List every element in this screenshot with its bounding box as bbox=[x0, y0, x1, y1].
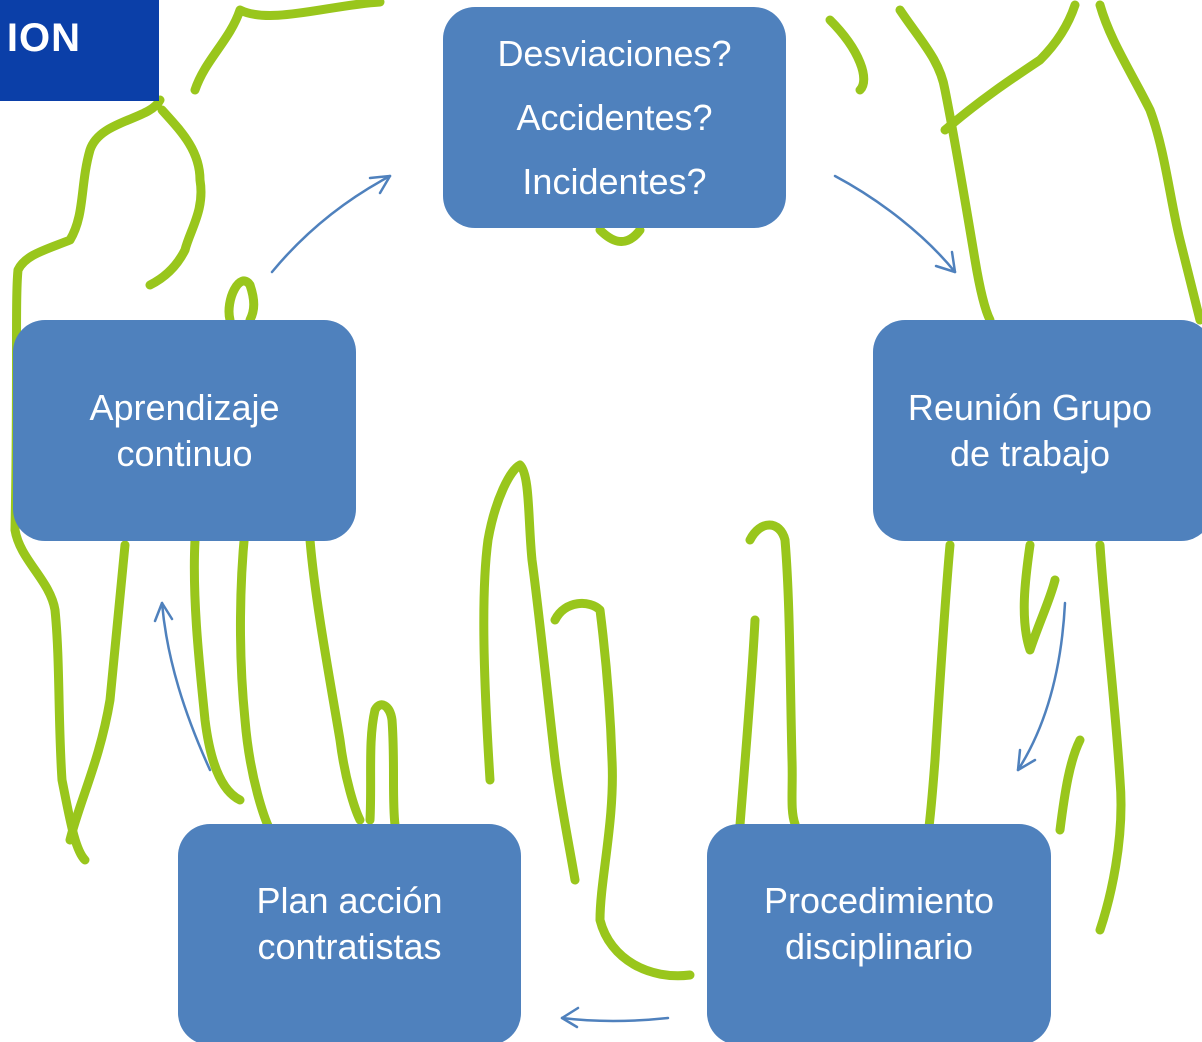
silhouette-outline bbox=[923, 540, 955, 840]
node-text-line: Procedimiento bbox=[763, 879, 995, 921]
title-text: ION bbox=[6, 16, 81, 60]
node-text-line: Desviaciones? bbox=[497, 32, 732, 74]
arrow-bottom-left-to-left bbox=[153, 601, 212, 772]
silhouette-outline bbox=[1095, 0, 1202, 325]
node-text-line: Accidentes? bbox=[516, 96, 713, 138]
arrow-left-to-top bbox=[270, 174, 392, 274]
silhouette-outline bbox=[224, 276, 259, 325]
cycle-node-contractor-action-plan: Plan acción contratistas bbox=[178, 824, 521, 1042]
silhouette-outline bbox=[1019, 540, 1060, 655]
node-text-line: de trabajo bbox=[949, 432, 1111, 474]
arrow-top-to-right bbox=[833, 174, 957, 274]
node-text-line: disciplinario bbox=[784, 925, 974, 967]
silhouette-outline bbox=[1055, 735, 1085, 835]
silhouette-outline bbox=[189, 535, 245, 805]
arrow-right-to-bottom-right bbox=[1016, 601, 1067, 772]
silhouette-outline bbox=[1095, 540, 1126, 935]
silhouette-outline bbox=[550, 598, 695, 981]
node-text-line: Incidentes? bbox=[522, 160, 707, 202]
silhouette-outline bbox=[190, 0, 385, 95]
silhouette-outline bbox=[235, 525, 275, 835]
silhouette-outline bbox=[145, 105, 206, 290]
node-text-line: continuo bbox=[116, 432, 253, 474]
silhouette-outline bbox=[595, 225, 645, 246]
node-text-line: Reunión Grupo bbox=[907, 386, 1153, 428]
silhouette-outline bbox=[735, 615, 760, 830]
silhouette-outline bbox=[825, 5, 995, 325]
cycle-node-disciplinary-procedure: Procedimiento disciplinario bbox=[707, 824, 1051, 1042]
silhouette-outline bbox=[479, 460, 580, 885]
cycle-node-continuous-learning: Aprendizaje continuo bbox=[13, 320, 356, 541]
silhouette-outline bbox=[65, 540, 130, 845]
cycle-node-work-group-meeting: Reunión Grupo de trabajo bbox=[873, 320, 1202, 541]
title-banner: ION bbox=[0, 0, 159, 101]
silhouette-outline bbox=[745, 520, 800, 829]
silhouette-outline bbox=[940, 0, 1080, 135]
node-text-line: Aprendizaje bbox=[89, 386, 280, 428]
arrow-bottom-right-to-bottom-left bbox=[560, 1006, 670, 1029]
silhouette-outline bbox=[305, 535, 365, 825]
cycle-node-deviations: Desviaciones? Accidentes? Incidentes? bbox=[443, 7, 786, 228]
node-text-line: contratistas bbox=[257, 925, 442, 967]
silhouette-outline bbox=[365, 700, 400, 830]
node-text-line: Plan acción bbox=[256, 879, 443, 921]
